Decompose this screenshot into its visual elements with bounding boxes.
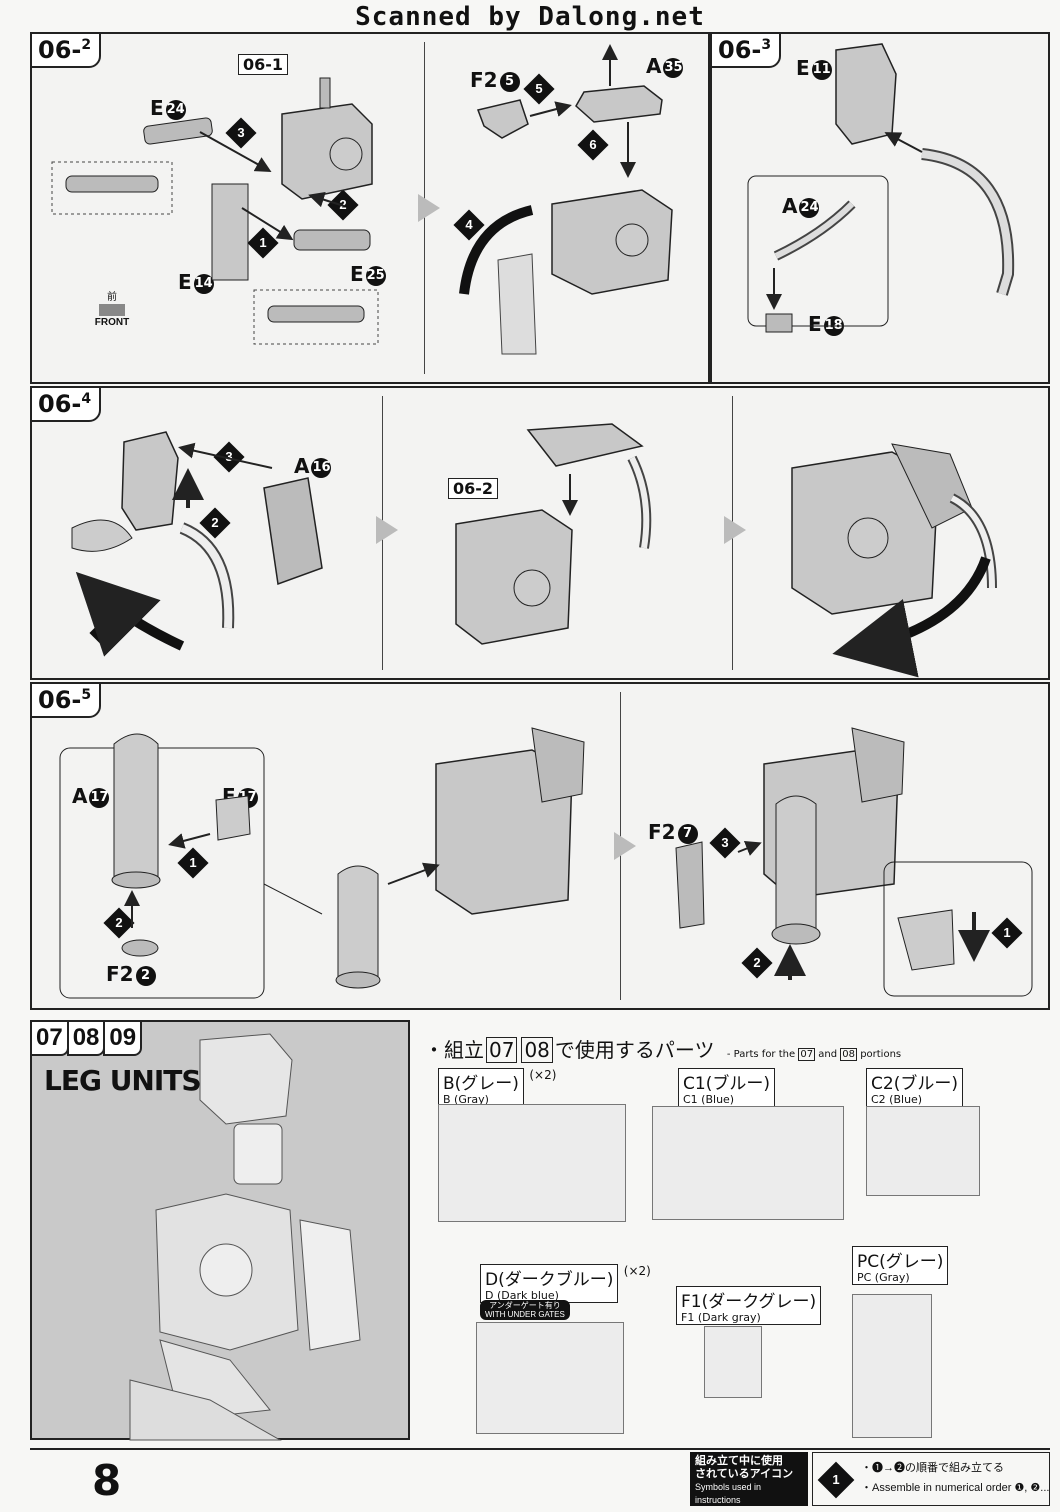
leg-units-tags: 07 08 09 <box>30 1020 143 1056</box>
leg-units-title: LEG UNITS <box>44 1064 202 1097</box>
footer-rule <box>30 1448 1050 1450</box>
runner-pc <box>852 1294 932 1438</box>
next-arrow <box>724 516 746 544</box>
next-arrow <box>376 516 398 544</box>
runner-label-b: B(グレー)B (Gray) (×2) <box>438 1068 556 1108</box>
runner-c1 <box>652 1106 844 1220</box>
runner-b <box>438 1104 626 1222</box>
leg-units-illustration <box>129 1033 361 1441</box>
runner-d <box>476 1322 624 1434</box>
runner-label-pc: PC(グレー)PC (Gray) <box>852 1246 949 1286</box>
runner-label-c1: C1(ブルー)C1 (Blue) <box>678 1068 775 1108</box>
assembly-illustration-06-4 <box>71 423 997 678</box>
runner-f1 <box>704 1326 762 1398</box>
panel-06-5: 06-5 A17 E17 F22 F27 1 2 3 2 1 <box>30 682 1050 1010</box>
assembly-illustration-06-5 <box>59 727 1033 999</box>
assembly-illustration-06-3 <box>747 43 1015 333</box>
tag-09: 09 <box>103 1020 143 1056</box>
ref-tag-06-1: 06-1 <box>238 54 289 75</box>
front-icon: 前 FRONT <box>94 292 130 328</box>
step-tag-06-5: 06-5 <box>30 682 102 718</box>
page-number: 8 <box>92 1456 122 1505</box>
icons-legend-description: 1 ・❶→❷の順番で組み立てる ・Assemble in numerical o… <box>812 1452 1050 1506</box>
next-arrow <box>614 832 636 860</box>
step-tag-06-4: 06-4 <box>30 386 102 422</box>
icons-legend-title: 組み立て中に使用 されているアイコン Symbols used in instr… <box>690 1452 808 1506</box>
runner-label-f1: F1(ダークグレー)F1 (Dark gray) <box>676 1286 822 1326</box>
runner-label-c2: C2(ブルー)C2 (Blue) <box>866 1068 963 1108</box>
next-arrow <box>418 194 440 222</box>
runner-c2 <box>866 1106 980 1196</box>
runner-label-d: D(ダークブルー)D (Dark blue) (×2) <box>480 1264 651 1304</box>
step-tag-06-3: 06-3 <box>710 32 782 68</box>
step-tag-06-2: 06-2 <box>30 32 102 68</box>
ref-tag-06-2: 06-2 <box>448 478 499 499</box>
scan-credit: Scanned by Dalong.net <box>355 2 705 32</box>
order-icon: 1 <box>817 1461 855 1499</box>
assembly-illustration-06-2 <box>51 44 673 355</box>
